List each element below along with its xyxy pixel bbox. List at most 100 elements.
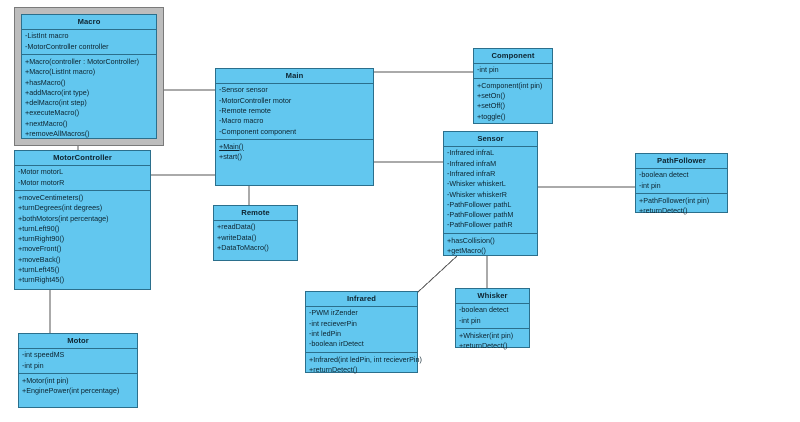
method: +removeAllMacros() [25, 128, 90, 138]
methods-compartment-sensor: +hasCollision() +getMacro() [444, 234, 537, 259]
attribute: -boolean detect [639, 170, 689, 180]
class-box-component[interactable]: Component -int pin +Component(int pin) +… [473, 48, 553, 124]
attributes-compartment-motor: -int speedMS -int pin [19, 349, 137, 375]
attribute: -Sensor sensor [219, 85, 268, 95]
methods-compartment-component: +Component(int pin) +setOn() +setOff() +… [474, 79, 552, 124]
attribute: -int pin [22, 360, 44, 370]
method: +setOn() [477, 91, 506, 101]
attribute: -ListInt macro [25, 31, 69, 41]
method: +writeData() [217, 232, 257, 242]
attribute: -Motor motorL [18, 167, 64, 177]
class-title-whisker: Whisker [456, 289, 529, 304]
attribute: -PathFollower pathR [447, 220, 513, 230]
attribute: -PathFollower pathL [447, 199, 512, 209]
class-box-main[interactable]: Main -Sensor sensor -MotorController mot… [215, 68, 374, 186]
attribute: -boolean irDetect [309, 339, 364, 349]
attribute: -Infrared infraM [447, 158, 497, 168]
method: +moveBack() [18, 254, 61, 264]
method: +EnginePower(int percentage) [22, 386, 120, 396]
method: +turnRight90() [18, 234, 65, 244]
class-title-main: Main [216, 69, 373, 84]
attribute: -int pin [459, 315, 481, 325]
methods-compartment-motorcontroller: +moveCentimeters() +turnDegrees(int degr… [15, 191, 150, 287]
method: +toggle() [477, 111, 506, 121]
methods-compartment-macro: +Macro(controller : MotorController) +Ma… [22, 55, 156, 141]
attributes-compartment-macro: -ListInt macro -MotorController controll… [22, 30, 156, 56]
attribute: -int speedMS [22, 350, 65, 360]
method: +returnDetect() [459, 341, 508, 351]
attribute: -Remote remote [219, 106, 271, 116]
method: +Component(int pin) [477, 80, 543, 90]
methods-compartment-pathfollower: +PathFollower(int pin) +returnDetect() [636, 194, 727, 219]
class-box-macro[interactable]: Macro -ListInt macro -MotorController co… [15, 8, 163, 145]
attributes-compartment-infrared: -PWM irZender -int recieverPin -int ledP… [306, 307, 417, 353]
attributes-compartment-main: -Sensor sensor -MotorController motor -R… [216, 84, 373, 140]
attribute: -Whisker whiskerR [447, 189, 507, 199]
attribute: -int pin [639, 180, 661, 190]
class-title-motorcontroller: MotorController [15, 151, 150, 166]
method: +Infrared(int ledPin, int recieverPin) [309, 354, 422, 364]
method: +readData() [217, 222, 256, 232]
attribute: -int recieverPin [309, 318, 357, 328]
class-box-infrared[interactable]: Infrared -PWM irZender -int recieverPin … [305, 291, 422, 374]
method: +getMacro() [447, 245, 486, 255]
attribute: -int ledPin [309, 329, 341, 339]
method: +start() [219, 152, 242, 162]
attribute: -Whisker whiskerL [447, 179, 506, 189]
attribute: -PWM irZender [309, 308, 358, 318]
method: +Main() [219, 141, 244, 151]
link-sensor-infrared [417, 255, 458, 293]
class-title-pathfollower: PathFollower [636, 154, 727, 169]
method: +Macro(ListInt macro) [25, 67, 96, 77]
class-box-sensor[interactable]: Sensor -Infrared infraL -Infrared infraM… [443, 131, 538, 256]
method: +returnDetect() [639, 206, 688, 216]
attribute: -Infrared infraL [447, 148, 495, 158]
method: +addMacro(int type) [25, 87, 90, 97]
method: +returnDetect() [309, 364, 358, 374]
methods-compartment-motor: +Motor(int pin) +EnginePower(int percent… [19, 374, 137, 399]
method: +Motor(int pin) [22, 376, 69, 386]
method: +turnDegrees(int degrees) [18, 203, 103, 213]
class-title-remote: Remote [214, 206, 297, 221]
method: +DataToMacro() [217, 243, 269, 253]
class-box-motor[interactable]: Motor -int speedMS -int pin +Motor(int p… [18, 333, 138, 408]
class-title-infrared: Infrared [306, 292, 417, 307]
attribute: -Infrared infraR [447, 169, 496, 179]
method: +Whisker(int pin) [459, 331, 514, 341]
attribute: -Motor motorR [18, 177, 65, 187]
class-box-pathfollower[interactable]: PathFollower -boolean detect -int pin +P… [635, 153, 728, 215]
method: +Macro(controller : MotorController) [25, 57, 140, 67]
attributes-compartment-sensor: -Infrared infraL -Infrared infraM -Infra… [444, 147, 537, 234]
method: +moveFront() [18, 244, 62, 254]
attributes-compartment-component: -int pin [474, 64, 552, 79]
class-box-motorcontroller[interactable]: MotorController -Motor motorL -Motor mot… [14, 150, 151, 290]
methods-compartment-infrared: +Infrared(int ledPin, int recieverPin) +… [306, 353, 422, 378]
attribute: -Macro macro [219, 116, 264, 126]
attributes-compartment-pathfollower: -boolean detect -int pin [636, 169, 727, 195]
methods-compartment-main: +Main() +start() [216, 140, 373, 165]
method: +PathFollower(int pin) [639, 196, 710, 206]
attribute: -MotorController controller [25, 41, 109, 51]
attribute: -boolean detect [459, 305, 509, 315]
class-title-macro: Macro [22, 15, 156, 30]
method: +hasCollision() [447, 235, 495, 245]
methods-compartment-remote: +readData() +writeData() +DataToMacro() [214, 221, 297, 256]
method: +executeMacro() [25, 108, 80, 118]
attribute: -MotorController motor [219, 95, 292, 105]
method: +turnLeft90() [18, 223, 60, 233]
attributes-compartment-motorcontroller: -Motor motorL -Motor motorR [15, 166, 150, 192]
method: +nextMacro() [25, 118, 68, 128]
attribute: -Component component [219, 126, 297, 136]
method: +turnRight45() [18, 275, 65, 285]
method: +turnLeft45() [18, 264, 60, 274]
methods-compartment-whisker: +Whisker(int pin) +returnDetect() [456, 329, 529, 354]
method: +moveCentimeters() [18, 193, 84, 203]
method: +bothMotors(int percentage) [18, 213, 109, 223]
method: +setOff() [477, 101, 506, 111]
class-box-remote[interactable]: Remote +readData() +writeData() +DataToM… [213, 205, 298, 261]
class-box-whisker[interactable]: Whisker -boolean detect -int pin +Whiske… [455, 288, 530, 350]
attribute: -PathFollower pathM [447, 210, 514, 220]
method: +delMacro(int step) [25, 98, 87, 108]
